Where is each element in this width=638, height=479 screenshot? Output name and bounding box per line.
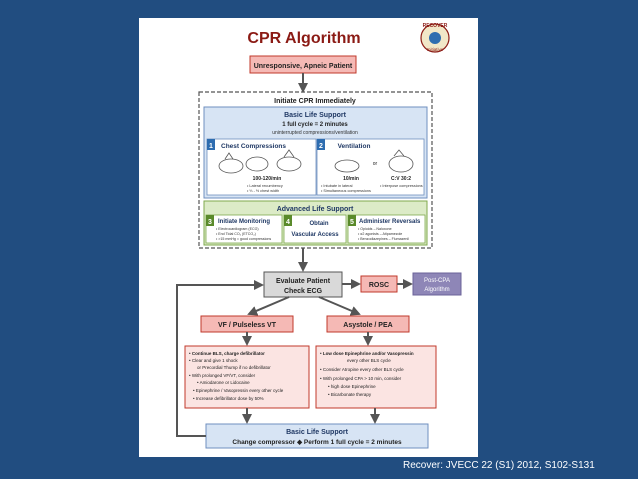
compressions-bullet-1: • Lateral recumbency <box>247 184 283 188</box>
post-cpa-line-1: Post-CPA <box>424 278 450 284</box>
reversals-bullet-2: • α2 agonists – Atipamezole <box>358 232 402 236</box>
evaluate-line-1: Evaluate Patient <box>276 278 331 285</box>
vf-line-2: • Clear and give 1 shock <box>189 358 238 363</box>
rosc-label: ROSC <box>369 282 389 289</box>
asystole-line-5: • high dose Epinephrine <box>328 384 376 389</box>
vf-line-1: • Continue BLS, charge defibrillator <box>189 351 265 356</box>
bottom-bls-box <box>205 423 429 449</box>
bottom-bls-title: Basic Life Support <box>286 429 349 436</box>
asystole-title: Asystole / PEA <box>343 322 392 329</box>
step-3-number: 3 <box>208 219 212 226</box>
loop-back-arrow <box>176 280 264 437</box>
logo-text-top: RECOVER <box>423 23 448 29</box>
step-2-badge <box>317 139 325 150</box>
reversals-bullet-3: • Benzodiazepines – Flumazenil <box>358 237 409 241</box>
evaluate-line-2: Check ECG <box>284 288 323 295</box>
vf-line-4: • With prolonged VF/VT, consider <box>189 373 256 378</box>
vf-line-7: • Increase defibrillator dose by 50% <box>193 396 264 401</box>
cpr-algorithm-diagram: CPR Algorithm RECOVER Initiative Unrespo… <box>176 23 462 449</box>
arrow-evaluate-to-asystole <box>318 296 361 316</box>
asystole-line-3: • Consider Atropine every other BLS cycl… <box>320 367 404 372</box>
ventilation-bullet-3: • Interpose compressions <box>380 184 423 188</box>
monitoring-title: Initiate Monitoring <box>218 219 270 225</box>
initiate-cpr-container <box>198 91 433 249</box>
vascular-access-line-1: Obtain <box>310 221 329 227</box>
asystole-line-4: • With prolonged CPA > 10 min, consider <box>320 376 402 381</box>
ventilation-ratio: C:V 30:2 <box>391 176 411 182</box>
ventilation-bullet-1: • Intubate in lateral <box>321 184 353 188</box>
bottom-bls-subtitle: Change compressor ◆ Perform 1 full cycle… <box>232 439 402 446</box>
asystole-line-1: • Low dose Epinephrine and/or Vasopressi… <box>320 351 414 356</box>
monitoring-bullet-1: • Electrocardiogram (ECG) <box>216 227 259 231</box>
vf-details-box <box>184 345 310 409</box>
vf-line-5: • Amiodarone or Lidocaine <box>197 380 250 385</box>
bls-note: uninterrupted compressions/ventilation <box>272 130 358 136</box>
ventilation-bullet-2: • Simultaneous compressions <box>321 189 371 193</box>
step-1-badge <box>207 139 215 150</box>
vf-title: VF / Pulseless VT <box>218 322 277 329</box>
ventilation-rate: 10/min <box>343 176 359 182</box>
asystole-line-2: every other BLS cycle <box>347 358 391 363</box>
reversals-bullet-1: • Opioids – Naloxone <box>358 227 392 231</box>
post-cpa-line-2: Algorithm <box>424 287 449 293</box>
post-cpa-box <box>412 272 462 296</box>
step-3-badge <box>206 215 214 226</box>
monitoring-bullet-3: • >15 mmHg = good compressions <box>216 237 271 241</box>
logo-text-bottom: Initiative <box>427 47 444 52</box>
bls-cycle: 1 full cycle = 2 minutes <box>282 122 348 128</box>
reversals-panel <box>347 214 426 244</box>
compressions-rate: 100-120/min <box>253 176 282 182</box>
vf-line-6: • Epinephrine / Vasopressin every other … <box>193 388 284 393</box>
step-4-number: 4 <box>286 219 290 226</box>
reversals-title: Administer Reversals <box>359 219 421 225</box>
start-box-label: Unresponsive, Apneic Patient <box>254 63 353 70</box>
ventilation-or: or <box>373 161 378 167</box>
evaluate-box <box>263 271 343 298</box>
monitoring-panel <box>205 214 283 244</box>
recover-logo: RECOVER Initiative <box>420 23 450 53</box>
vf-line-3: or Precordial Thump if no defibrillator <box>197 365 271 370</box>
vascular-access-panel <box>283 214 347 244</box>
asystole-line-6: • Bicarbonate therapy <box>328 392 372 397</box>
dog-compression-illustration <box>218 149 302 174</box>
step-1-number: 1 <box>209 143 213 150</box>
ventilation-title: Ventilation <box>338 143 371 150</box>
compressions-panel <box>206 138 317 196</box>
vascular-access-line-2: Vascular Access <box>291 232 339 238</box>
diagram-title: CPR Algorithm <box>247 30 360 47</box>
step-5-number: 5 <box>350 219 354 226</box>
asystole-details-box <box>315 345 437 409</box>
initiate-cpr-label: Initiate CPR Immediately <box>274 98 356 105</box>
step-5-badge <box>348 215 356 226</box>
algorithm-poster: CPR Algorithm RECOVER Initiative Unrespo… <box>139 18 478 457</box>
arrow-evaluate-to-vf <box>247 296 290 316</box>
step-4-badge <box>284 215 292 226</box>
compressions-title: Chest Compressions <box>221 143 286 150</box>
step-2-number: 2 <box>319 143 323 150</box>
compressions-bullet-2: • ⅓ - ½ chest width <box>247 189 279 193</box>
als-title: Advanced Life Support <box>277 206 354 213</box>
bls-title: Basic Life Support <box>284 112 347 119</box>
monitoring-bullet-2: • End Tidal CO₂ (ETCO₂) <box>216 232 256 236</box>
dog-ventilation-illustration <box>334 149 414 173</box>
citation-text: Recover: JVECC 22 (S1) 2012, S102-S131 <box>403 460 595 471</box>
